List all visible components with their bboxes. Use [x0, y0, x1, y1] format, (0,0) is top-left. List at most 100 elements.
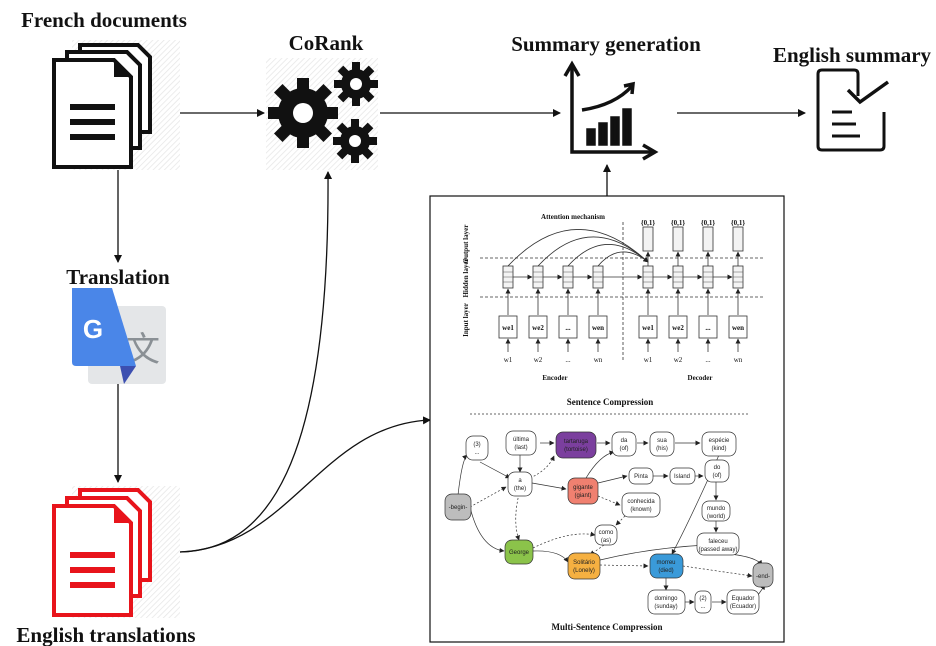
node-a	[507, 471, 533, 497]
node-george	[504, 539, 534, 565]
node-da-label-2: (of)	[620, 446, 629, 452]
node-equador	[726, 589, 760, 615]
multi-sentence-compression-caption: Multi-Sentence Compression	[551, 622, 662, 632]
node-island	[669, 467, 696, 485]
node-sua-label: sua	[657, 438, 667, 444]
node-george-label: George	[509, 550, 530, 556]
node-especie-label-2: (kind)	[711, 446, 726, 452]
node-da	[611, 431, 637, 457]
node-conhecida-label: conhecida	[627, 499, 655, 505]
output-layer-label: Output layer	[462, 225, 470, 264]
node-mundo-label-2: (world)	[707, 514, 725, 520]
node-morreu	[649, 553, 684, 579]
word-graph: -begin- (3) ... última (last) tartaruga …	[444, 430, 774, 632]
node-end	[752, 562, 774, 588]
node-ultima	[505, 430, 537, 456]
paper-figure-box	[429, 195, 785, 643]
node-a-label-2: (the)	[514, 486, 526, 492]
node-sua	[649, 431, 675, 457]
red-document-stack-icon	[52, 486, 180, 618]
node-3-label-2: ...	[474, 450, 479, 456]
node-como	[594, 524, 618, 546]
enc-w-3: ...	[565, 356, 571, 364]
label-english-summary: English summary	[773, 43, 932, 67]
node-solitario	[567, 552, 601, 580]
dec-we-1: we1	[642, 324, 654, 332]
hidden-layer-label: Hidden layer	[462, 258, 470, 297]
node-tartaruga-label: tartaruga	[564, 439, 589, 445]
document-stack-icon	[52, 40, 180, 170]
label-english-translations: English translations	[16, 623, 195, 646]
node-ultima-label-2: (last)	[514, 445, 527, 451]
output-tag-3: {0,1}	[701, 219, 716, 227]
node-da-label: da	[621, 438, 628, 444]
node-faleceu-label-2: (passed away)	[698, 547, 737, 553]
flow-arrows	[114, 109, 806, 553]
node-solitario-label-2: (Lonely)	[573, 568, 595, 574]
growth-chart-icon	[563, 60, 659, 161]
node-pinta	[628, 467, 654, 485]
attention-label: Attention mechanism	[541, 213, 605, 221]
dec-we-2: we2	[672, 324, 684, 332]
node-equador-label: Equador	[732, 596, 755, 602]
dec-we-3: ...	[705, 324, 711, 332]
node-como-label: como	[599, 530, 614, 536]
node-como-label-2: (as)	[601, 538, 611, 544]
node-island-label: Island	[674, 474, 690, 480]
enc-w-2: w2	[534, 356, 543, 364]
node-domingo-label: domingo	[654, 596, 678, 602]
encoder-decoder-diagram: Attention mechanism Output layer Hidden …	[462, 213, 765, 415]
node-tartaruga	[555, 431, 597, 459]
dec-w-2: w2	[674, 356, 683, 364]
node-sua-label-2: (his)	[656, 446, 668, 452]
node-morreu-label-2: (died)	[658, 568, 673, 574]
enc-w-1: w1	[504, 356, 513, 364]
encoder-label: Encoder	[542, 374, 567, 382]
node-2	[694, 590, 712, 614]
node-begin-label: -begin-	[449, 505, 468, 511]
node-2-label-2: ...	[700, 604, 705, 610]
enc-we-3: ...	[565, 324, 571, 332]
node-domingo-label-2: (sunday)	[654, 604, 677, 610]
node-solitario-label: Solitário	[573, 560, 595, 566]
svg-text:G: G	[83, 314, 103, 344]
enc-w-4: wn	[594, 356, 603, 364]
dec-w-1: w1	[644, 356, 653, 364]
google-translate-icon: 文 G	[72, 288, 166, 384]
decoder-label: Decoder	[688, 374, 713, 382]
enc-we-2: we2	[532, 324, 544, 332]
enc-we-4: wen	[592, 324, 604, 332]
node-equador-label-2: (Ecuador)	[730, 604, 756, 610]
dec-we-4: wen	[732, 324, 744, 332]
node-2-label: (2)	[699, 596, 706, 602]
enc-we-1: we1	[502, 324, 514, 332]
node-faleceu	[696, 532, 740, 556]
label-summary-generation: Summary generation	[511, 32, 701, 56]
node-gigante-label: gigante	[573, 485, 593, 491]
node-end-label: -end-	[756, 574, 770, 580]
node-do	[704, 459, 730, 483]
sentence-compression-caption: Sentence Compression	[567, 397, 654, 407]
node-mundo-label: mundo	[707, 506, 726, 512]
node-gigante-label-2: (giant)	[574, 493, 591, 499]
node-do-label-2: (of)	[713, 473, 722, 479]
node-do-label: do	[714, 465, 721, 471]
node-conhecida-label-2: (known)	[630, 507, 651, 513]
node-pinta-label: Pinta	[634, 474, 648, 480]
node-especie	[701, 431, 737, 457]
node-faleceu-label: faleceu	[708, 539, 727, 545]
dec-w-4: wn	[734, 356, 743, 364]
node-especie-label: espécie	[709, 438, 730, 444]
node-a-label: a	[518, 478, 522, 484]
node-3-label: (3)	[473, 442, 480, 448]
node-tartaruga-label-2: (tortoise)	[564, 447, 588, 453]
checklist-icon	[816, 68, 890, 152]
label-translation: Translation	[66, 265, 170, 289]
node-begin	[444, 493, 472, 521]
output-tag-2: {0,1}	[671, 219, 686, 227]
dec-w-3: ...	[705, 356, 711, 364]
node-gigante	[567, 477, 599, 505]
node-ultima-label: última	[513, 437, 530, 443]
label-french-documents: French documents	[21, 8, 187, 32]
